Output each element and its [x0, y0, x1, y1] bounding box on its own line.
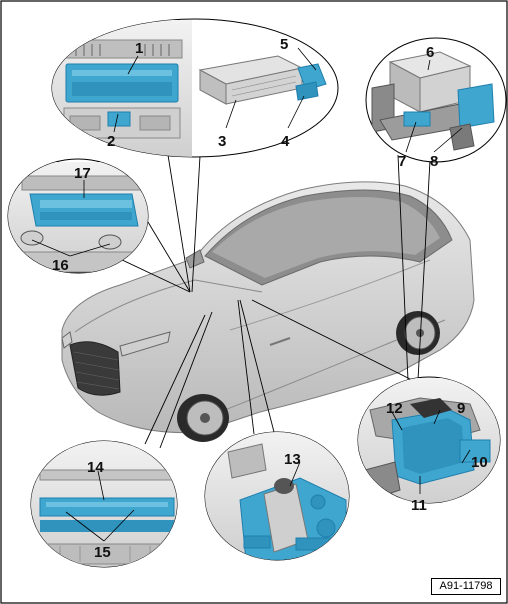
callout-9: 9 [457, 400, 465, 417]
callout-4: 4 [281, 133, 290, 150]
callout-pointers [31, 47, 471, 542]
detail-radio-head-unit [51, 18, 339, 158]
detail-control-unit-bottom-right [357, 376, 501, 504]
detail-amplifier-module [365, 37, 507, 163]
car-illustration [61, 181, 475, 442]
callout-16: 16 [52, 257, 69, 274]
detail-dash-panel [30, 440, 178, 568]
callout-6: 6 [426, 44, 434, 61]
callout-11: 11 [411, 497, 427, 514]
callout-13: 13 [284, 451, 301, 468]
figure-reference-code: A91-11798 [431, 578, 501, 595]
callout-12: 12 [386, 400, 403, 417]
callout-3: 3 [218, 133, 226, 150]
callout-14: 14 [87, 459, 104, 476]
leader-lines [117, 154, 431, 449]
callout-10: 10 [471, 454, 488, 471]
callout-8: 8 [430, 153, 438, 170]
callout-17: 17 [74, 165, 91, 182]
callout-2: 2 [107, 133, 115, 150]
detail-center-console [204, 431, 350, 561]
callout-5: 5 [280, 36, 288, 53]
callout-1: 1 [135, 40, 143, 57]
callout-7: 7 [398, 153, 406, 170]
callout-labels: 1 2 3 4 5 6 7 8 9 10 11 12 13 14 15 16 1… [52, 36, 488, 561]
callout-15: 15 [94, 544, 111, 561]
